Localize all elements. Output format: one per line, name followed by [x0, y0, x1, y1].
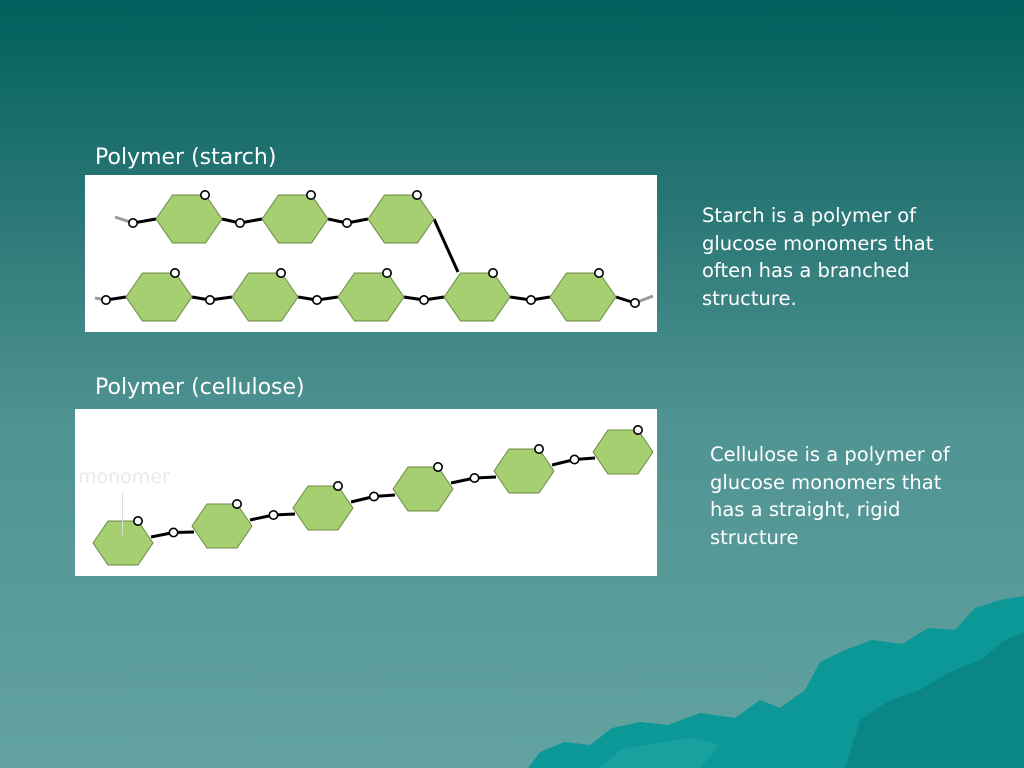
- bond-atom-icon: [205, 295, 216, 306]
- bond-atom-icon: [593, 268, 604, 279]
- glucose-hexagon-icon: [443, 272, 511, 322]
- bond-atom-icon: [232, 499, 243, 510]
- monomer-label: monomer: [78, 466, 170, 488]
- bond-atom-icon: [525, 295, 536, 306]
- bond-atom-icon: [418, 295, 429, 306]
- glucose-hexagon-icon: [493, 448, 555, 494]
- glucose-hexagon-icon: [261, 194, 329, 244]
- bond-atom-icon: [127, 217, 138, 228]
- bond-atom-icon: [381, 268, 392, 279]
- bond-atom-icon: [411, 190, 422, 200]
- rock-shadow: [845, 632, 1024, 768]
- bond-atom-icon: [170, 268, 181, 279]
- bond-atom-icon: [100, 295, 111, 306]
- bond-atom-icon: [276, 268, 287, 279]
- bond-atom-icon: [533, 443, 544, 454]
- starch-description: Starch is a polymer of glucose monomers …: [702, 204, 934, 310]
- bond-line: [432, 218, 460, 273]
- bond-atom-icon: [368, 491, 379, 502]
- glucose-hexagon-icon: [337, 272, 405, 322]
- cellulose-description: Cellulose is a polymer of glucose monome…: [710, 443, 950, 549]
- glucose-hexagon-icon: [392, 466, 454, 512]
- bond-atom-icon: [341, 217, 352, 228]
- bond-atom-icon: [235, 217, 246, 228]
- glucose-hexagon-icon: [92, 520, 154, 566]
- bond-atom-icon: [629, 298, 640, 309]
- bond-atom-icon: [569, 454, 580, 465]
- bond-atom-icon: [469, 473, 480, 484]
- cellulose-diagram: monomer: [75, 409, 657, 576]
- bond-atom-icon: [132, 516, 143, 527]
- bond-atom-icon: [200, 190, 211, 200]
- glucose-hexagon-icon: [367, 194, 435, 244]
- glucose-hexagon-icon: [292, 485, 354, 531]
- bond-atom-icon: [487, 268, 498, 279]
- glucose-hexagon-icon: [231, 272, 299, 322]
- glucose-hexagon-icon: [592, 429, 654, 475]
- starch-chain-svg: [94, 190, 654, 322]
- bond-atom-icon: [332, 481, 343, 492]
- glucose-hexagon-icon: [155, 194, 223, 244]
- bond-atom-icon: [168, 527, 179, 538]
- monomer-pointer-line: [122, 493, 123, 535]
- glucose-hexagon-icon: [549, 272, 617, 322]
- starch-title: Polymer (starch): [95, 145, 277, 170]
- cellulose-title: Polymer (cellulose): [95, 375, 305, 400]
- glucose-hexagon-icon: [125, 272, 193, 322]
- rock-highlight: [600, 738, 720, 768]
- bond-atom-icon: [306, 190, 317, 200]
- bond-atom-icon: [632, 424, 643, 435]
- bond-atom-icon: [268, 510, 279, 521]
- starch-diagram: [85, 175, 657, 332]
- glucose-hexagon-icon: [191, 503, 253, 549]
- bond-atom-icon: [432, 461, 443, 472]
- cellulose-chain-svg: [92, 424, 654, 566]
- bond-atom-icon: [312, 295, 323, 306]
